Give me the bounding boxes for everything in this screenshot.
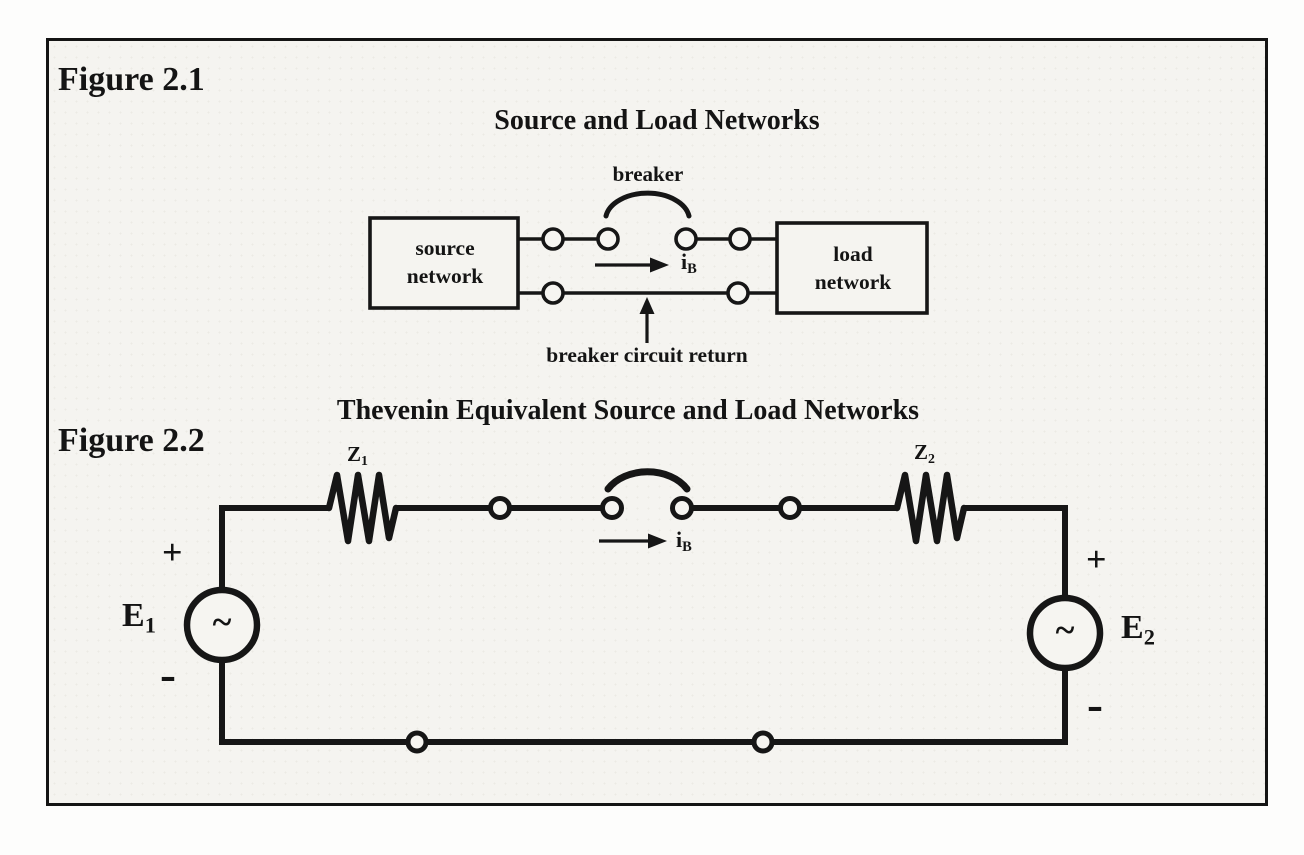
terminal-circle [751, 730, 775, 754]
e1-source-label: E1 [122, 598, 156, 637]
breaker-label: breaker [612, 162, 684, 186]
figure-2-1-diagram [368, 190, 929, 343]
current-symbol: i [676, 527, 683, 552]
source-network-box [368, 216, 520, 310]
current-symbol: i [681, 249, 688, 274]
e1-plus-sign: + [162, 532, 183, 572]
breaker-arc-icon [604, 468, 691, 493]
breaker-circuit-return-label: breaker circuit return [546, 343, 748, 367]
impedance-subscript: 1 [361, 452, 368, 468]
breaker-current-label-fig2: iB [676, 528, 692, 555]
terminal-circle [541, 227, 565, 251]
terminal-circle [674, 227, 698, 251]
figure2-title: Thevenin Equivalent Source and Load Netw… [336, 395, 920, 426]
load-network-label-line1: load [833, 242, 873, 266]
source-subscript: 1 [144, 612, 156, 638]
source-symbol: E [1121, 609, 1144, 646]
ac-source-e1-icon [183, 586, 261, 664]
breaker-arc-icon [603, 190, 692, 219]
e1-ac-symbol: ~ [212, 602, 232, 642]
terminal-circle [670, 496, 694, 520]
e2-plus-sign: + [1086, 539, 1107, 579]
impedance-symbol: Z [914, 440, 929, 464]
source-subscript: 2 [1143, 624, 1155, 650]
ac-source-e2-icon [1026, 594, 1104, 672]
terminal-circle [488, 496, 512, 520]
terminal-circle [405, 730, 429, 754]
impedance-z1-label: Z1 [347, 443, 368, 468]
current-arrow-head [650, 257, 669, 273]
figure-2-2-diagram [183, 468, 1104, 754]
terminal-circle [541, 281, 565, 305]
figure1-label: Figure 2.1 [58, 61, 205, 98]
terminal-circle [600, 496, 624, 520]
load-network-label-line2: network [814, 270, 892, 295]
impedance-z2-resistor [893, 471, 968, 545]
terminal-circle [726, 281, 750, 305]
impedance-symbol: Z [347, 442, 362, 466]
current-subscript: B [682, 539, 692, 556]
e2-source-label: E2 [1121, 610, 1155, 649]
current-arrow-head [648, 533, 667, 549]
source-network-label-line1: source [415, 236, 475, 260]
e1-minus-sign: - [160, 648, 176, 701]
e2-ac-symbol: ~ [1055, 610, 1075, 650]
impedance-subscript: 2 [928, 450, 935, 466]
load-network-label: load network [779, 240, 927, 297]
terminal-circle [778, 496, 802, 520]
figure2-label: Figure 2.2 [58, 422, 205, 459]
figure1-title: Source and Load Networks [494, 105, 820, 136]
impedance-z1-resistor [325, 471, 400, 545]
e2-minus-sign: - [1087, 678, 1103, 731]
terminal-circle [596, 227, 620, 251]
right-top-wire [964, 505, 1068, 598]
left-top-wire [219, 505, 329, 591]
load-network-box [775, 221, 929, 315]
bottom-loop-wire [219, 659, 1068, 745]
source-symbol: E [122, 597, 145, 634]
source-network-label-line2: network [406, 264, 484, 289]
terminal-circle [728, 227, 752, 251]
impedance-z2-label: Z2 [914, 441, 935, 466]
return-arrow-head [639, 297, 655, 314]
current-subscript: B [687, 261, 697, 278]
breaker-current-label-fig1: iB [681, 250, 697, 277]
source-network-label: source network [372, 234, 518, 291]
